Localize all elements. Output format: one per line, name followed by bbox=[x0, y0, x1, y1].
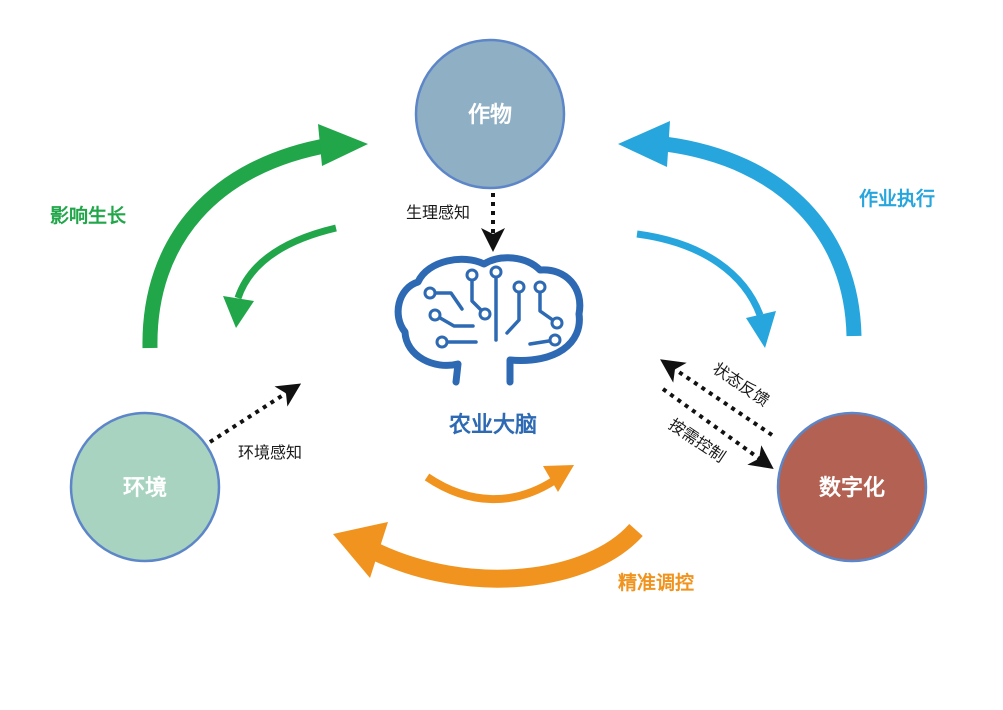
precision-control-label: 精准调控 bbox=[618, 571, 694, 594]
on-demand-control-label: 按需控制 bbox=[665, 415, 729, 467]
center-label: 农业大脑 bbox=[448, 412, 537, 438]
crop-circle bbox=[414, 38, 566, 190]
environmental-sensing-arrow bbox=[208, 383, 302, 444]
blue-inner-arrow bbox=[636, 230, 776, 348]
on-demand-control-arrow bbox=[661, 387, 774, 470]
crop-label: 作物 bbox=[468, 102, 512, 128]
brain-circuit-icon bbox=[394, 254, 584, 386]
digital-circle bbox=[776, 411, 928, 563]
physiological-sensing-label: 生理感知 bbox=[406, 203, 470, 222]
status-feedback-arrow bbox=[660, 359, 774, 437]
environment-label: 环境 bbox=[123, 475, 167, 501]
crop-node[interactable]: 作物 bbox=[414, 38, 566, 190]
operation-execution-label: 作业执行 bbox=[859, 187, 935, 210]
status-feedback-label: 状态反馈 bbox=[709, 359, 773, 411]
digital-node[interactable]: 数字化 bbox=[776, 411, 928, 563]
influence-growth-arrow bbox=[142, 124, 368, 349]
environment-circle bbox=[69, 411, 221, 563]
operation-execution-arrow bbox=[618, 121, 862, 337]
orange-inner-arrow bbox=[424, 465, 574, 504]
environmental-sensing-label: 环境感知 bbox=[238, 443, 302, 462]
influence-growth-label: 影响生长 bbox=[50, 204, 127, 227]
environment-node[interactable]: 环境 bbox=[69, 411, 221, 563]
precision-control-arrow bbox=[333, 522, 643, 588]
green-inner-arrow bbox=[223, 224, 337, 328]
digital-label: 数字化 bbox=[819, 475, 885, 501]
